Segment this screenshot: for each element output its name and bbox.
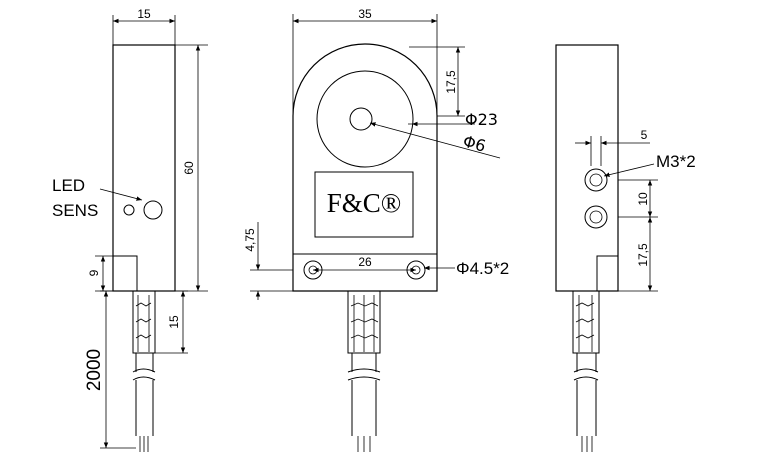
front-view: F&C® 35 17,5 Φ23 Φ6 4,75 26 Φ [243, 7, 509, 452]
label-plate [314, 171, 414, 238]
base-step [112, 255, 138, 292]
left-height-dim: 60 [182, 161, 196, 175]
thread-label: M3*2 [656, 152, 696, 171]
thread-bottom-dim: 17,5 [636, 243, 650, 267]
front-cable-gland [347, 290, 381, 354]
sensor-body-right [555, 44, 619, 292]
cable-length-dim: 2000 [84, 349, 105, 391]
thread-hole-bottom [584, 205, 608, 229]
right-cable-gland [572, 290, 600, 354]
thread-width-dim: 5 [641, 128, 648, 142]
hole-spacing-dim: 26 [358, 255, 372, 269]
mount-hole-label: Φ4.5*2 [456, 259, 509, 278]
brand-logo: F&C® [327, 188, 402, 218]
sens-window [143, 200, 163, 220]
left-width-dim: 15 [137, 7, 151, 21]
led-label: LED [52, 176, 85, 195]
center-hole [349, 107, 373, 131]
led-window [123, 204, 135, 216]
right-side-view: 5 M3*2 10 17,5 [555, 44, 696, 452]
left-side-view: 15 60 LED SENS 9 15 2000 [52, 7, 208, 452]
base-height-dim: 9 [87, 269, 101, 276]
hole-offset-dim: 4,75 [243, 228, 257, 252]
radius-dim: 17,5 [444, 70, 458, 94]
thread-spacing-dim: 10 [636, 192, 650, 206]
right-base-step [596, 255, 619, 292]
front-width-dim: 35 [358, 7, 372, 21]
cable-gland [132, 290, 156, 354]
thread-hole-top [584, 168, 608, 192]
sensor-body-side [112, 44, 176, 292]
cable-gland-dim: 15 [167, 315, 181, 329]
hole-diameter-label: Φ6 [461, 132, 488, 156]
outer-diameter-label: Φ23 [465, 110, 498, 129]
sens-label: SENS [52, 201, 98, 220]
sensing-face [316, 70, 414, 168]
